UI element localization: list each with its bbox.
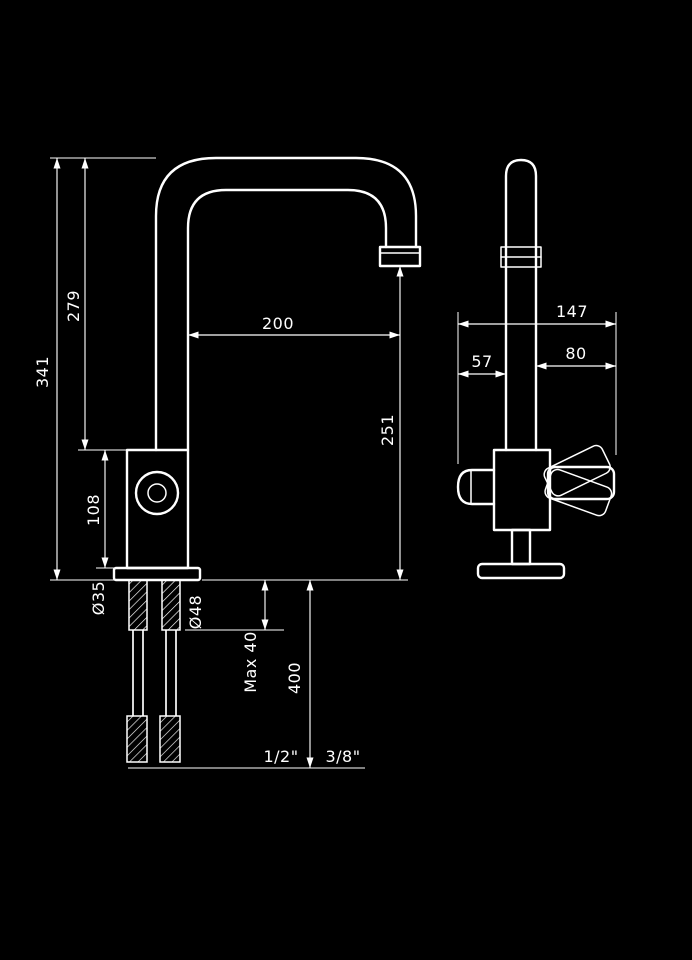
handle-knob-outer <box>134 470 180 516</box>
aerator <box>378 245 422 268</box>
dim-base-diameter-label: Ø48 <box>186 595 205 629</box>
base-plate <box>112 566 202 582</box>
side-handle-lever <box>546 465 616 501</box>
hose-connector-right <box>159 715 181 763</box>
handle-knob-inner <box>147 483 167 503</box>
side-base-plate <box>476 562 566 580</box>
dim-underspout-height-label: 279 <box>64 290 83 322</box>
dim-handle-reach-label: 80 <box>565 344 586 363</box>
side-spout-stub <box>456 468 496 506</box>
front-dimension-labels: 341 279 108 200 251 Ø35 Ø48 Max 40 400 1… <box>33 290 397 766</box>
side-handle-lever-lowered <box>544 468 613 517</box>
spout-outer-edge <box>154 156 418 452</box>
faucet-front-outline <box>112 156 422 582</box>
threaded-shank-right <box>161 579 181 631</box>
dim-overall-depth-label: 147 <box>556 302 588 321</box>
side-extension-lines <box>457 312 617 464</box>
front-dimension-lines <box>53 158 404 768</box>
side-dimension-labels: 147 57 80 <box>471 302 588 371</box>
threaded-shank-left <box>128 579 148 631</box>
side-view: 147 57 80 <box>456 158 617 580</box>
side-handle-lever-raised <box>543 444 611 497</box>
side-riser-tube <box>504 158 538 452</box>
hose-connector-left <box>126 715 148 763</box>
supply-connections <box>126 579 181 763</box>
front-extension-lines <box>50 157 408 769</box>
faucet-side-outline <box>456 158 616 580</box>
dim-hole-diameter-label: Ø35 <box>89 581 108 615</box>
dim-body-height-label: 108 <box>84 494 103 526</box>
side-body <box>492 448 552 532</box>
dim-connection-b-label: 3/8" <box>325 747 360 766</box>
front-view: 341 279 108 200 251 Ø35 Ø48 Max 40 400 1… <box>33 156 422 769</box>
dim-overall-height-label: 341 <box>33 356 52 388</box>
dim-outlet-height-label: 251 <box>378 414 397 446</box>
dim-hose-length-label: 400 <box>285 662 304 694</box>
faucet-body <box>125 448 190 570</box>
side-shank <box>510 528 532 566</box>
dim-connection-a-label: 1/2" <box>263 747 298 766</box>
side-dimension-lines <box>458 320 616 378</box>
spout-inner-edge <box>186 188 388 452</box>
dim-max-deck-label: Max 40 <box>241 631 260 693</box>
dim-spout-reach-label: 200 <box>262 314 294 333</box>
dim-front-offset-label: 57 <box>471 352 492 371</box>
